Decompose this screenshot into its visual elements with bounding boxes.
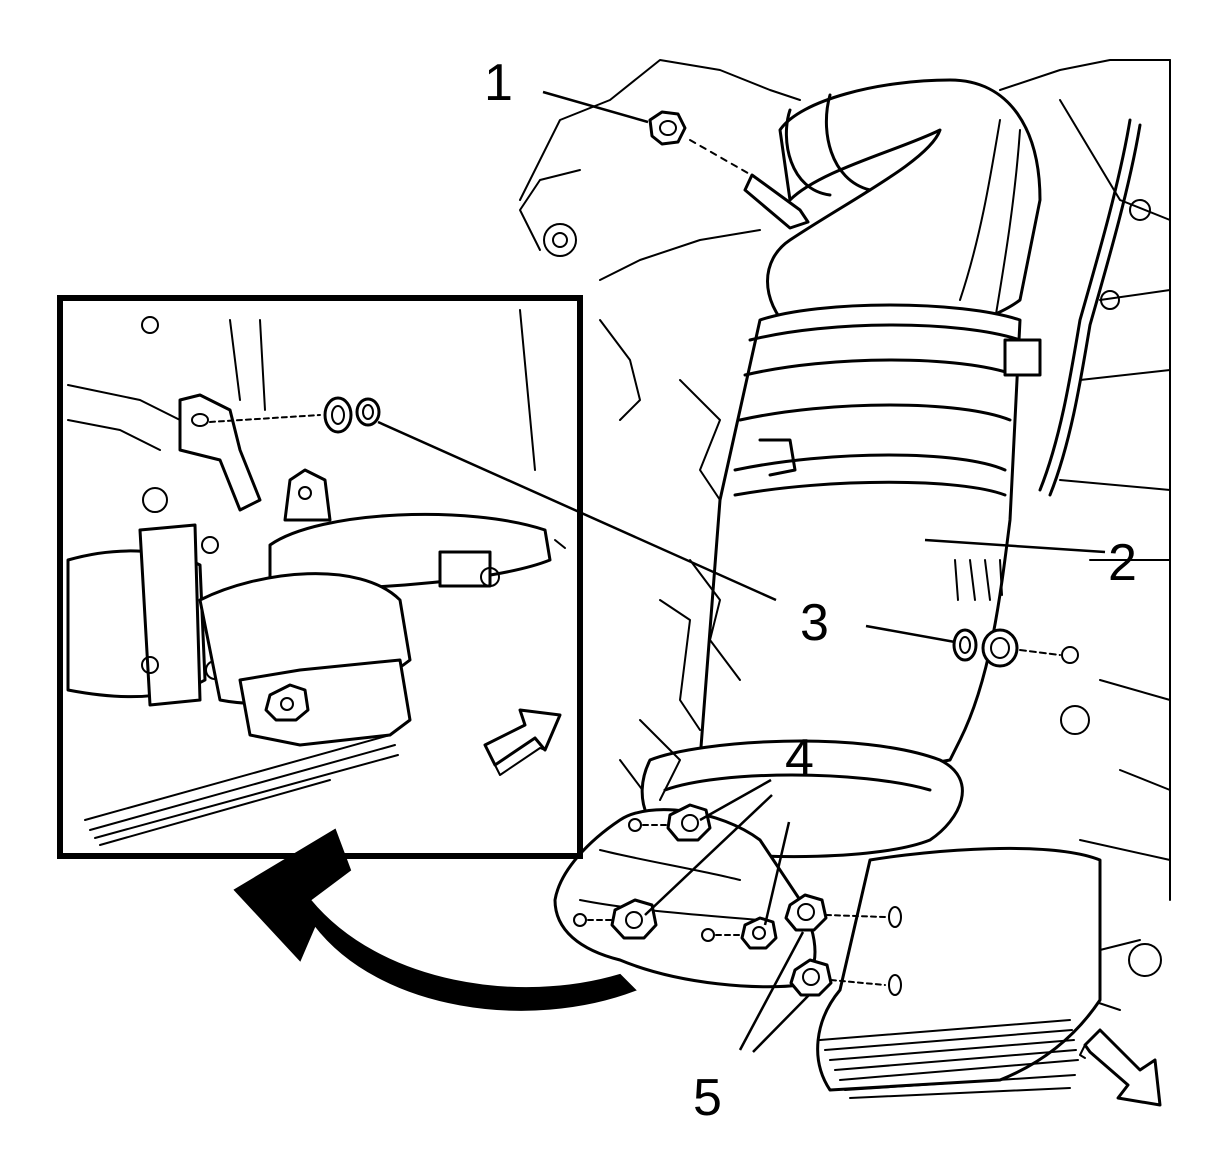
view-direction-arrow-icon: [1079, 1028, 1162, 1107]
hatched-pan-inset: [84, 734, 399, 846]
leader-lines: [377, 90, 1106, 1053]
bolts-5: [784, 893, 902, 997]
callout-1: 1: [484, 54, 513, 112]
nut-1: [648, 110, 810, 230]
view-direction-arrow-icon: [483, 708, 562, 776]
washer-pair-right: [952, 628, 1079, 668]
hatched-pan-main: [819, 1019, 1079, 1099]
callout-3: 3: [800, 594, 829, 652]
engine-assembly: [519, 59, 1171, 1099]
nuts-4: [573, 803, 778, 950]
callout-5: 5: [693, 1069, 722, 1127]
callout-4: 4: [785, 729, 814, 787]
curved-arrow-icon: [233, 828, 637, 1011]
callout-2: 2: [1108, 534, 1137, 592]
detail-inset: [57, 295, 583, 859]
